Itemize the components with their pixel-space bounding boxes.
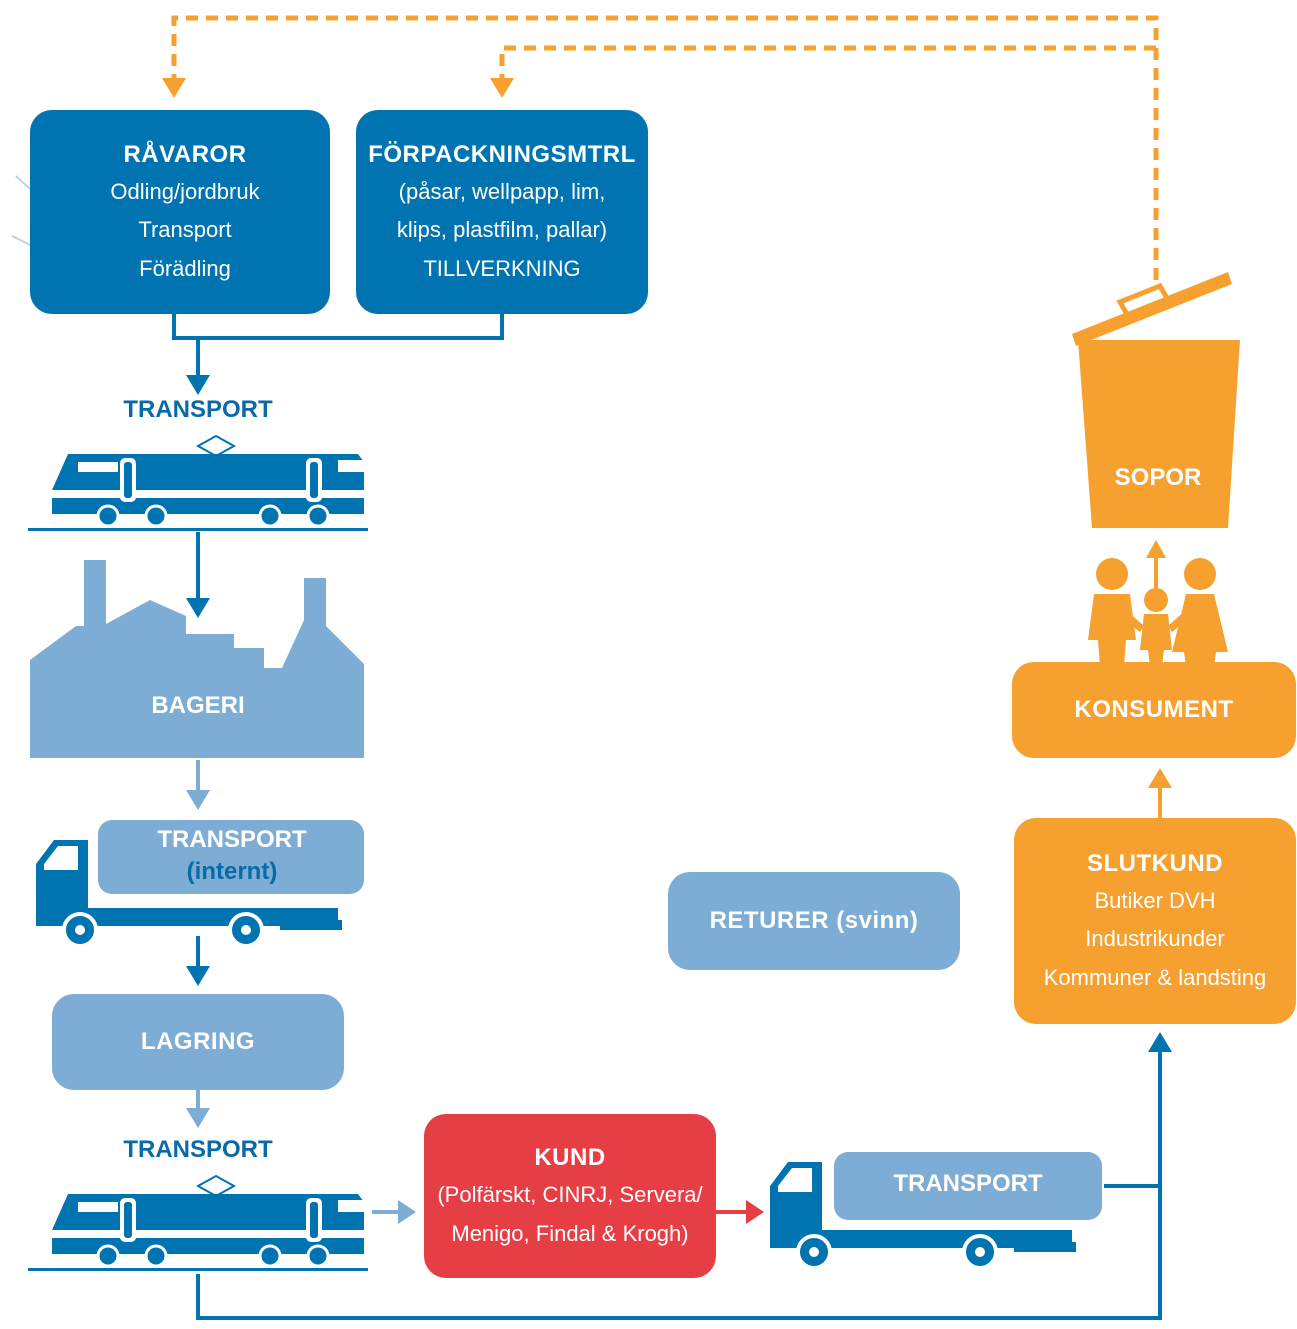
ravaror-title: RÅVAROR	[123, 140, 247, 168]
lagring-title: LAGRING	[140, 1028, 256, 1056]
transport-label-train-2: TRANSPORT	[123, 1136, 273, 1163]
slutkund-box: SLUTKUND Butiker DVH Industrikunder Komm…	[1014, 818, 1296, 1024]
forpackning-line-1: (påsar, wellpapp, lim,	[398, 178, 606, 204]
forpackning-line-2: klips, plastfilm, pallar)	[396, 217, 608, 243]
kund-title: KUND	[534, 1143, 606, 1171]
factory-icon	[30, 560, 364, 758]
forpackning-title: FÖRPACKNINGSMTRL	[368, 140, 636, 168]
lagring-box: LAGRING	[52, 994, 344, 1090]
transport-label-internal: TRANSPORT	[157, 826, 307, 853]
sopor-label: SOPOR	[1114, 464, 1202, 491]
konsument-box: KONSUMENT	[1012, 662, 1296, 758]
forpackning-box: FÖRPACKNINGSMTRL (påsar, wellpapp, lim, …	[356, 110, 648, 314]
kund-line-1: (Polfärskt, CINRJ, Servera/	[437, 1182, 703, 1208]
bageri-label: BAGERI	[151, 692, 245, 719]
returer-title: RETURER (svinn)	[709, 907, 919, 935]
slutkund-line-2: Industrikunder	[1085, 926, 1225, 952]
returer-box: RETURER (svinn)	[668, 872, 960, 970]
trash-can-icon	[1072, 272, 1240, 528]
train-icon	[26, 1174, 370, 1273]
forpackning-line-3: TILLVERKNING	[423, 255, 581, 281]
kund-box: KUND (Polfärskt, CINRJ, Servera/ Menigo,…	[424, 1114, 716, 1278]
transport-label-train-1: TRANSPORT	[123, 396, 273, 423]
slutkund-line-1: Butiker DVH	[1094, 887, 1216, 913]
family-icon	[1088, 540, 1228, 666]
ravaror-line-3: Förädling	[139, 255, 231, 281]
transport-internal-sublabel: (internt)	[186, 858, 278, 885]
ravaror-line-2: Transport	[138, 217, 232, 243]
slutkund-line-3: Kommuner & landsting	[1043, 964, 1267, 990]
truck-cargo-box	[98, 820, 364, 894]
ravaror-box: RÅVAROR Odling/jordbruk Transport Förädl…	[30, 110, 330, 314]
kund-line-2: Menigo, Findal & Krogh)	[451, 1220, 689, 1246]
slutkund-title: SLUTKUND	[1087, 849, 1223, 877]
train-icon	[26, 434, 370, 533]
ravaror-line-1: Odling/jordbruk	[110, 178, 260, 204]
truck-cargo-box	[834, 1152, 1102, 1220]
transport-label-truck-2: TRANSPORT	[893, 1170, 1043, 1197]
konsument-title: KONSUMENT	[1074, 696, 1234, 724]
